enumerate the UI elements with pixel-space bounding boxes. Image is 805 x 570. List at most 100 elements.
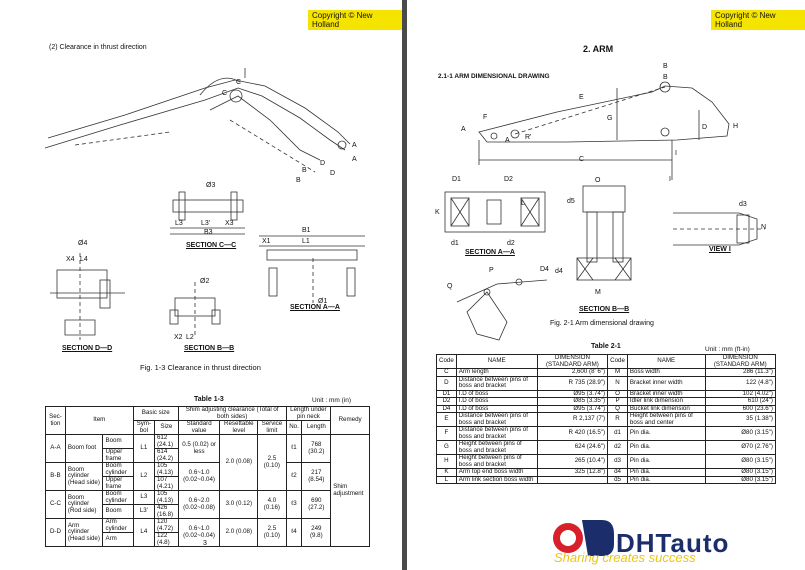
aa-callout-k: K xyxy=(435,209,440,216)
link-callout-p: P xyxy=(489,267,494,274)
cell-d2: Ø70 (2.76") xyxy=(704,440,777,455)
th-dimension-2: DIMENSION (STANDARD ARM) xyxy=(704,354,777,369)
cell-c1: L xyxy=(436,475,457,484)
aa-label-d1: Ø1 xyxy=(318,298,328,305)
cell-c2: P xyxy=(607,397,628,406)
cell-d1: R 735 (28.9") xyxy=(536,375,609,391)
cell-sec: B-B xyxy=(45,462,66,491)
cell-n1: Height between pins of boss and bracket xyxy=(455,454,538,469)
cell-serv: 2.5 (0.10) xyxy=(257,518,287,547)
cell-std: 0.6~1.0 (0.02~0.04) xyxy=(177,462,221,491)
cell-c1: D2 xyxy=(436,397,457,406)
cell-no: ℓ4 xyxy=(285,518,303,547)
cell-sym: L1 xyxy=(132,434,155,463)
aa-label-l1: L1 xyxy=(302,238,310,245)
section-cc-drawing xyxy=(170,191,245,235)
cell-item: Boom cylinder (Rod side) xyxy=(64,490,104,519)
arm-callout-r: R' xyxy=(525,134,532,141)
cell-c1: H xyxy=(436,454,457,469)
cell-c1: D4 xyxy=(436,404,457,413)
arm-callout-g: G xyxy=(607,115,613,122)
callout-a-2: A xyxy=(352,156,357,163)
cell-sec: D-D xyxy=(45,518,66,547)
th-dimension: DIMENSION (STANDARD ARM) xyxy=(536,354,609,369)
view-i-drawing xyxy=(673,212,765,246)
cell-c1: C xyxy=(436,368,457,377)
callout-a: A xyxy=(352,142,357,149)
arm-side-drawing xyxy=(478,81,730,180)
cell-std: 0.6~1.0 (0.02~0.04) xyxy=(177,518,221,547)
cell-c2: N xyxy=(607,375,628,391)
th-length: Length under pin neck xyxy=(285,406,332,421)
cell-c1: K xyxy=(436,468,457,477)
cell-d1: Ø85 (3.35") xyxy=(536,397,609,406)
section-aa-drawing xyxy=(259,235,365,303)
th-service: Service limit xyxy=(257,420,287,435)
th-len: Length xyxy=(301,420,332,435)
cc-label-b3: B3 xyxy=(204,229,213,236)
cell-size: 612 (24.1) xyxy=(153,434,179,449)
cell-serv: 4.0 (0.16) xyxy=(257,490,287,519)
cell-d1: Ø95 (3.74") xyxy=(536,404,609,413)
cell-n1: Arm link section boss width xyxy=(455,475,538,484)
cell-part: Boom xyxy=(102,504,134,519)
cell-d2: 35 (1.38") xyxy=(704,412,777,427)
cell-d1 xyxy=(536,475,609,484)
table-unit: Unit : mm (in) xyxy=(312,397,351,404)
callout-b: B xyxy=(302,167,307,174)
cell-c1: D xyxy=(436,375,457,391)
cell-n2: Pin dia. xyxy=(626,454,706,469)
cell-n2: Idler link dimension xyxy=(626,397,706,406)
arm-callout-a: A xyxy=(461,126,466,133)
cell-n1: Height between pins of boss and bracket xyxy=(455,440,538,455)
cell-size: 105 (4.13) xyxy=(153,490,179,505)
cell-d2: Ø80 (3.15") xyxy=(704,475,777,484)
arm-callout-b: B xyxy=(663,63,668,70)
cell-d2: 122 (4.8") xyxy=(704,375,777,391)
cell-n2: Height between pins of boss and center xyxy=(626,412,706,427)
arm-section-aa-title: SECTION A—A xyxy=(465,249,515,256)
cell-n2: Bracket inner width xyxy=(626,375,706,391)
dd-label-x4: X4 xyxy=(66,256,75,263)
aa-callout-l: L xyxy=(521,200,525,207)
cell-part: Arm cylinder xyxy=(102,518,134,533)
arm-callout-c: C xyxy=(579,156,585,163)
th-symbol: Sym-bol xyxy=(132,420,155,435)
th-name-2: NAME xyxy=(626,354,706,369)
th-code-2: Code xyxy=(607,354,628,369)
arm-callout-b-2: B xyxy=(663,74,668,81)
callout-c-2: C xyxy=(222,90,228,97)
cc-label-d3: Ø3 xyxy=(206,182,216,189)
cell-part: Boom cylinder xyxy=(102,462,134,477)
cell-part: Boom xyxy=(102,434,134,449)
callout-d: D xyxy=(320,160,326,167)
th-section: Sec-tion xyxy=(45,406,66,435)
arm-callout-i: I xyxy=(675,150,677,157)
th-resettable: Resettable level xyxy=(219,420,259,435)
bb-label-d2: Ø2 xyxy=(200,278,210,285)
section-heading: (2) Clearance in thrust direction xyxy=(49,44,147,51)
aa-callout-d1-pin: d1 xyxy=(451,240,459,247)
cell-reset: 2.0 (0.08) xyxy=(219,434,259,491)
bb-label-l2: L2 xyxy=(186,334,194,341)
clearance-table: Sec-tion Item Basic size Shim adjusting … xyxy=(45,406,370,547)
arm-section-bb-drawing xyxy=(576,185,632,281)
cell-d1: 2,600 (8' 6") xyxy=(536,368,609,377)
cell-len: 690 (27.2) xyxy=(301,490,332,519)
cell-sym: L3 xyxy=(132,490,155,505)
bb-callout-m: M xyxy=(595,289,601,296)
cell-serv: 2.5 (0.10) xyxy=(257,434,287,491)
copyright-badge-right: Copyright © New Holland xyxy=(711,10,805,30)
cell-d2: Ø80 (3.15") xyxy=(704,426,777,441)
watermark-logo: DHTauto Sharing creates success xyxy=(548,512,805,570)
